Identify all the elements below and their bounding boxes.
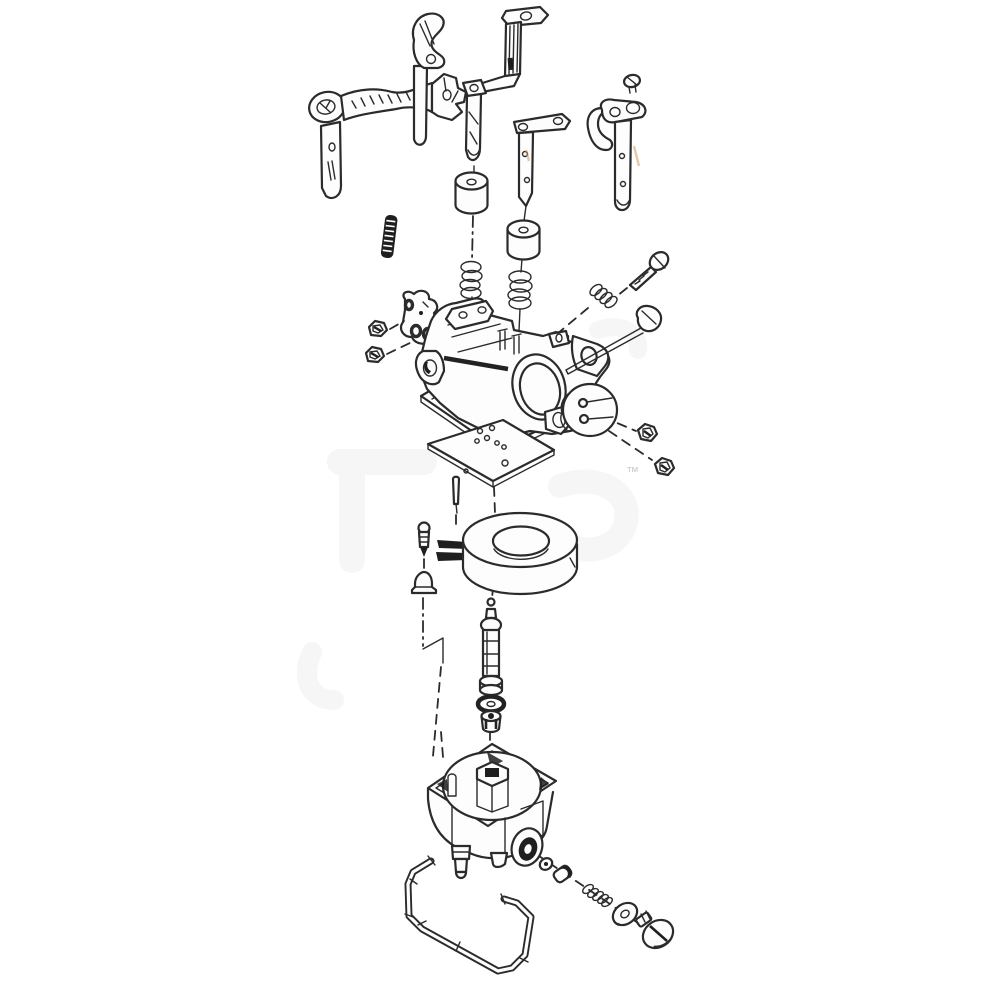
mounting-bracket-right [586, 98, 647, 212]
diaphragm-cover-disc [560, 382, 619, 438]
drain-washer-large [611, 901, 639, 927]
float-needle-valve [417, 521, 431, 557]
throttle-valve-roller-lower [506, 219, 541, 261]
inlet-cap-nut [410, 570, 438, 595]
drain-washer-small [538, 857, 554, 871]
bowl-inlet-boss [510, 827, 544, 867]
throttle-valve-roller-upper [454, 171, 489, 215]
watermark-tm: ™ [626, 464, 639, 479]
throttle-shaft-lower [512, 112, 572, 208]
bowl-drain-stub [450, 844, 472, 880]
cover-screw-1 [636, 422, 659, 443]
jet-needle [451, 475, 461, 514]
idle-adjust-screw [565, 304, 663, 375]
shaft-clamp-block [430, 72, 468, 122]
throttle-lever-arm-assembly [308, 81, 434, 200]
pilot-screw [628, 251, 670, 292]
pump-cover-screw-1 [367, 319, 405, 338]
choke-lever-shaft-assembly [411, 12, 468, 146]
pilot-screw-spring [589, 283, 628, 309]
knurled-spring-pin [380, 214, 398, 259]
nozzle-washer [475, 694, 507, 714]
drain-plug [552, 864, 573, 884]
watermark-ghost [297, 318, 647, 710]
carburetor-body [414, 297, 611, 456]
bowl-retainer-bail [404, 855, 535, 975]
main-nozzle [478, 597, 504, 697]
valve-spring-lower [507, 270, 533, 310]
bowl-drain-screw [635, 910, 675, 950]
main-jet [480, 709, 502, 734]
throttle-shaft-upper [464, 92, 483, 162]
valve-spring-upper [459, 260, 483, 300]
cover-screw-2 [653, 456, 676, 477]
drain-spring [582, 883, 613, 908]
bracket-screw [622, 73, 642, 94]
pump-cover-screw-2 [364, 340, 415, 364]
gasket-plate [426, 418, 556, 488]
ring-float [461, 511, 579, 596]
z-bracket [461, 5, 550, 99]
